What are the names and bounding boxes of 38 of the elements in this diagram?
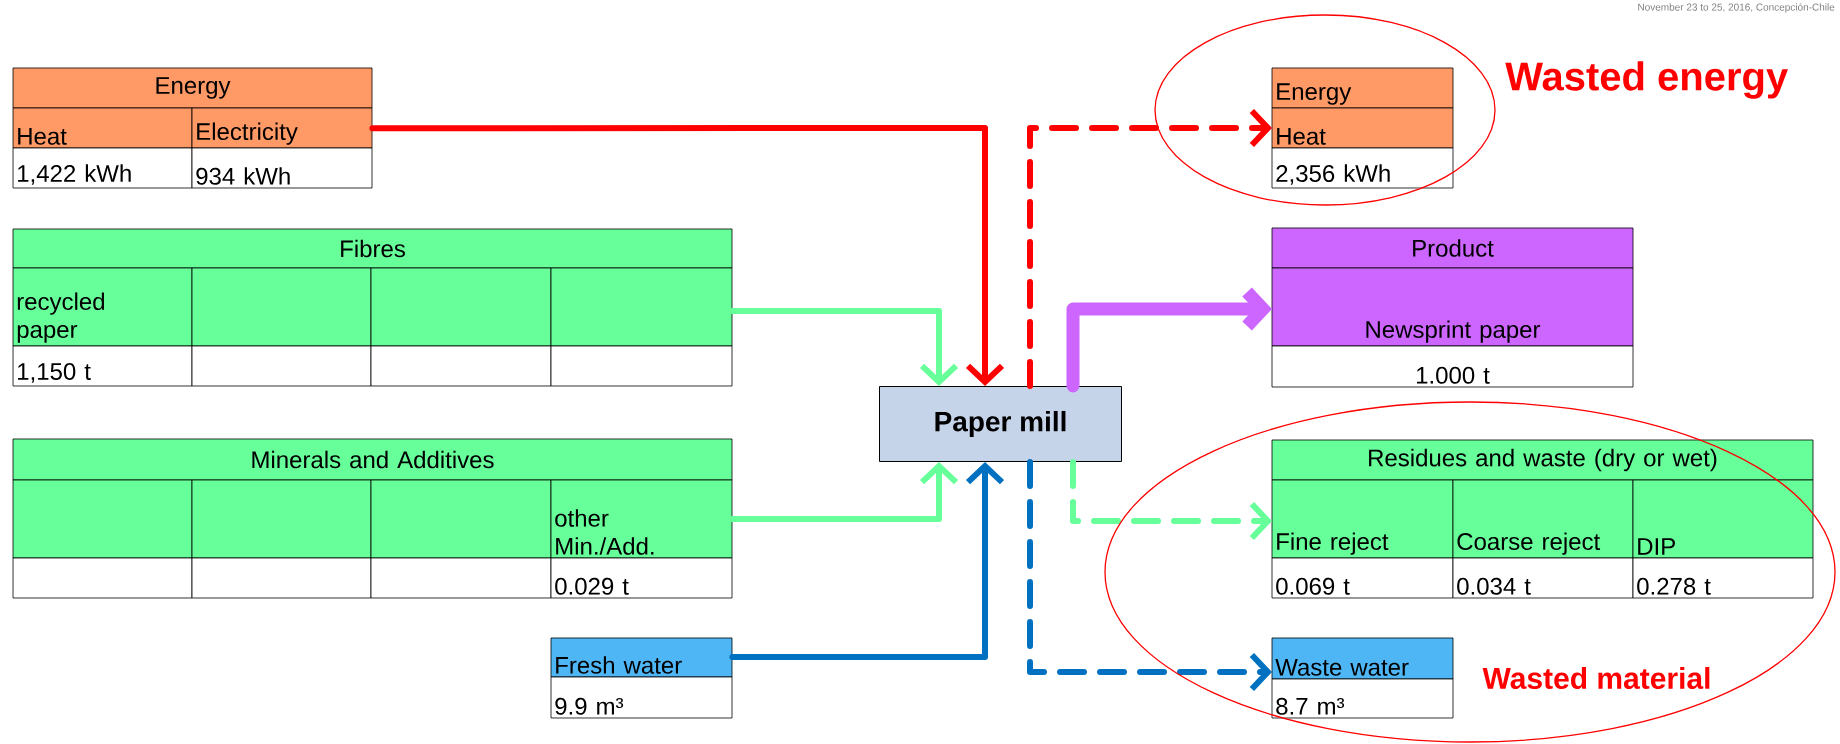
- table-cell: Newsprint paper: [1271, 267, 1634, 347]
- table-cell: Fine reject: [1271, 479, 1454, 559]
- table-cell: 0.034 t: [1452, 557, 1634, 599]
- table-cell: 1,150 t: [12, 345, 193, 387]
- table-cell: 1,422 kWh: [12, 147, 193, 189]
- dashed-arrow: [1070, 459, 1272, 541]
- callout-heading: Wasted energy: [1505, 61, 1788, 99]
- table-cell: Energy: [12, 67, 373, 109]
- table-cell: 0.278 t: [1632, 557, 1814, 599]
- table-cell: Electricity: [191, 107, 373, 149]
- table-cell: 9.9 m³: [550, 676, 733, 719]
- arrow: [369, 125, 1005, 386]
- table-cell: other Min./Add.: [550, 479, 733, 559]
- arrow: [729, 462, 959, 522]
- table-cell: 934 kWh: [191, 147, 373, 189]
- table-cell: Heat: [12, 107, 193, 149]
- footer-note: November 23 to 25, 2016, Concepción-Chile: [1638, 3, 1835, 13]
- table-cell: 8.7 m³: [1271, 678, 1454, 719]
- dashed-arrow: [1027, 108, 1272, 389]
- dashed-arrow: [1027, 459, 1272, 692]
- table-cell: Energy: [1271, 67, 1454, 109]
- table-cell: DIP: [1632, 479, 1814, 559]
- table-cell: Fresh water: [550, 637, 733, 678]
- process-box: Paper mill: [879, 386, 1122, 462]
- arrow: [729, 462, 1005, 660]
- arrow: [1066, 287, 1272, 393]
- arrow: [729, 308, 959, 386]
- table-cell: 0.069 t: [1271, 557, 1454, 599]
- table-cell: Heat: [1271, 107, 1454, 149]
- callout-heading: Wasted material: [1482, 667, 1710, 689]
- table-cell: Coarse reject: [1452, 479, 1634, 559]
- table-cell: 2,356 kWh: [1271, 147, 1454, 189]
- table-cell: Waste water: [1271, 637, 1454, 680]
- table-cell: Product: [1271, 227, 1634, 269]
- table-cell: recycled paper: [12, 267, 193, 347]
- table-cell: 1.000 t: [1271, 345, 1634, 388]
- table-cell: 0.029 t: [550, 557, 733, 599]
- table-cell: Residues and waste (dry or wet): [1271, 439, 1814, 481]
